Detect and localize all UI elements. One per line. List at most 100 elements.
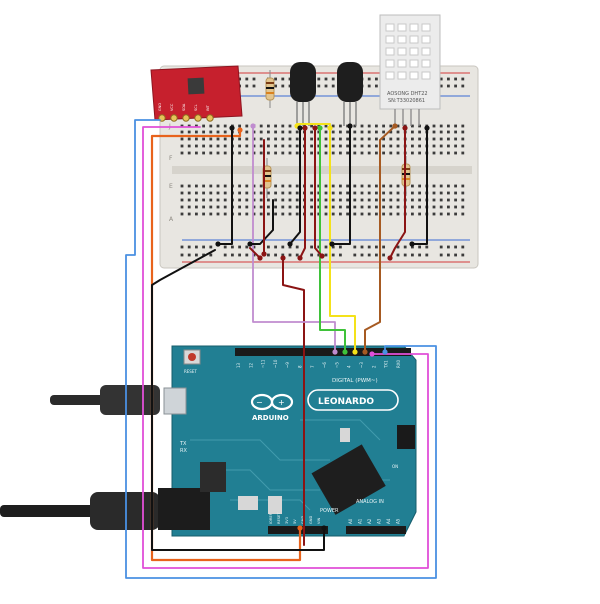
- breadboard-hole: [238, 151, 241, 155]
- breadboard-hole: [389, 191, 393, 195]
- breadboard-hole: [375, 124, 378, 128]
- breadboard-hole: [288, 151, 292, 155]
- wire-endpoint: [297, 125, 303, 131]
- wire-endpoint: [329, 241, 335, 247]
- power-cable: [0, 505, 110, 517]
- wire-endpoint: [280, 255, 286, 261]
- breadboard-hole: [187, 137, 191, 141]
- breadboard-hole: [346, 151, 349, 155]
- rail-hole: [418, 253, 421, 257]
- breadboard-hole: [353, 212, 357, 216]
- sensor-pin-label: GND: [158, 103, 162, 111]
- rail-hole: [382, 245, 385, 249]
- dht22-vent: [421, 35, 431, 44]
- rail-hole: [324, 253, 328, 257]
- breadboard-hole: [209, 151, 213, 155]
- rail-hole: [411, 245, 414, 249]
- rail-hole: [209, 253, 213, 257]
- breadboard-hole: [439, 124, 443, 128]
- rail-hole: [439, 84, 443, 88]
- rail-hole: [202, 253, 205, 257]
- breadboard-hole: [267, 212, 270, 216]
- breadboard-hole: [216, 130, 220, 134]
- wire-endpoint: [327, 125, 333, 131]
- breadboard-hole: [281, 191, 285, 195]
- rail-hole: [223, 245, 227, 249]
- breadboard-hole: [331, 137, 335, 141]
- breadboard-hole: [324, 198, 328, 202]
- breadboard-hole: [382, 124, 385, 128]
- breadboard-hole: [389, 137, 393, 141]
- breadboard-hole: [411, 184, 414, 188]
- breadboard-hole: [339, 130, 342, 134]
- breadboard-hole: [238, 124, 241, 128]
- breadboard-hole: [209, 124, 213, 128]
- digital-pin-label: ~10: [273, 359, 278, 368]
- breadboard-hole: [310, 191, 313, 195]
- wire-bb-red-2: [299, 127, 306, 259]
- breadboard-hole: [353, 144, 357, 148]
- breadboard-hole: [439, 151, 443, 155]
- breadboard-hole: [382, 198, 385, 202]
- microcontroller-chip: [311, 444, 386, 515]
- rail-hole: [454, 253, 457, 257]
- breadboard-hole: [447, 130, 450, 134]
- digital-pin-label: TX1: [384, 360, 389, 369]
- breadboard-hole: [267, 137, 270, 141]
- breadboard-hole: [353, 137, 357, 141]
- dht22-vent: [385, 59, 395, 68]
- breadboard-hole: [375, 205, 378, 209]
- breadboard-hole: [418, 130, 421, 134]
- breadboard-hole: [447, 191, 450, 195]
- breadboard-hole: [360, 184, 364, 188]
- breadboard-hole: [274, 205, 277, 209]
- breadboard-hole: [353, 124, 357, 128]
- wire-endpoint: [229, 125, 235, 131]
- rail-hole: [209, 245, 213, 249]
- breadboard-hole: [288, 184, 292, 188]
- breadboard-hole: [339, 124, 342, 128]
- breadboard-hole: [180, 137, 184, 141]
- breadboard-hole: [209, 212, 213, 216]
- breadboard-hole: [389, 151, 393, 155]
- breadboard-hole: [439, 144, 443, 148]
- breadboard-hole: [209, 191, 213, 195]
- breadboard-hole: [339, 137, 342, 141]
- reset-button-cap: [188, 353, 196, 361]
- wire-endpoint: [321, 525, 327, 531]
- breadboard-hole: [454, 198, 457, 202]
- rail-hole: [447, 253, 450, 257]
- analog-header: [346, 526, 406, 534]
- rail-hole: [411, 253, 414, 257]
- breadboard-hole: [360, 191, 364, 195]
- breadboard-hole: [259, 198, 263, 202]
- sensor-to92-2: [337, 62, 363, 126]
- breadboard-hole: [375, 212, 378, 216]
- breadboard-hole: [310, 205, 313, 209]
- dht22-grille: [385, 23, 431, 80]
- rail-hole: [367, 84, 371, 88]
- wire-endpoint: [247, 241, 253, 247]
- breadboard-hole: [202, 151, 205, 155]
- sensor-pin: [194, 114, 202, 122]
- breadboard-hole: [339, 184, 342, 188]
- dht22-vent: [385, 71, 395, 80]
- rail-hole: [403, 245, 407, 249]
- breadboard-hole: [259, 205, 263, 209]
- wire-endpoint: [319, 253, 325, 259]
- breadboard-hole: [454, 124, 457, 128]
- breadboard-hole: [310, 212, 313, 216]
- breadboard-hole: [238, 198, 241, 202]
- rail-hole: [245, 245, 249, 249]
- breadboard-hole: [195, 137, 198, 141]
- breadboard-hole: [245, 130, 249, 134]
- breadboard-hole: [274, 130, 277, 134]
- dht22-vent: [397, 23, 407, 32]
- wire-black-gnd: [151, 249, 325, 551]
- breadboard-hole: [187, 191, 191, 195]
- wire-bb-black-4: [331, 125, 351, 245]
- rail-hole: [310, 253, 313, 257]
- breadboard-hole: [180, 191, 184, 195]
- breadboard-hole: [331, 130, 335, 134]
- voltage-regulator: [200, 462, 226, 492]
